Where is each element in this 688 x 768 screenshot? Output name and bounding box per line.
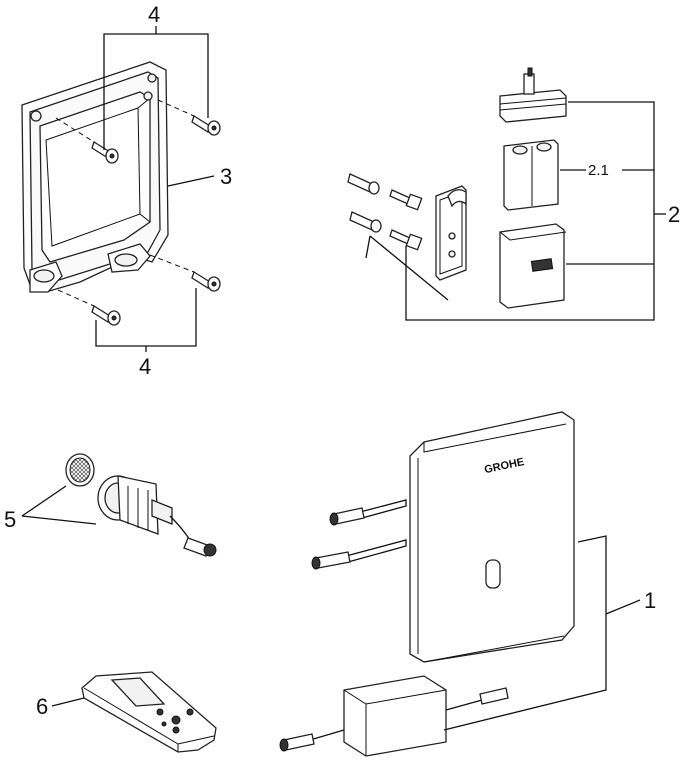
fixing-screws [389, 189, 423, 251]
screw-top-left [91, 141, 119, 164]
label-screws-bottom: 4 [139, 354, 151, 379]
label-cover-plate-set: 1 [644, 588, 656, 613]
battery-cap [499, 67, 567, 123]
screw-bottom-left [91, 305, 121, 326]
remote-control [81, 671, 217, 753]
power-supply-box [279, 675, 509, 757]
label-sub-part: 2.1 [588, 162, 609, 179]
cover-plate: GROHE [409, 411, 575, 663]
screw-bottom-right [191, 271, 221, 292]
label-mounting-frame: 3 [220, 164, 232, 189]
solenoid-valve [97, 475, 217, 557]
label-strainer-valve: 5 [4, 507, 16, 532]
label-screws-top: 4 [148, 2, 160, 27]
screw-top-right [191, 115, 221, 136]
mounting-bracket [435, 185, 467, 281]
mounting-frame [21, 61, 169, 293]
cover-plate-cables [311, 499, 407, 570]
label-remote-control: 6 [36, 694, 48, 719]
filter-strainer [65, 453, 95, 487]
battery-housing [499, 223, 567, 309]
label-wall-fixing-set: 2 [668, 202, 680, 227]
battery-holder [503, 139, 559, 211]
wall-plugs [347, 173, 382, 233]
